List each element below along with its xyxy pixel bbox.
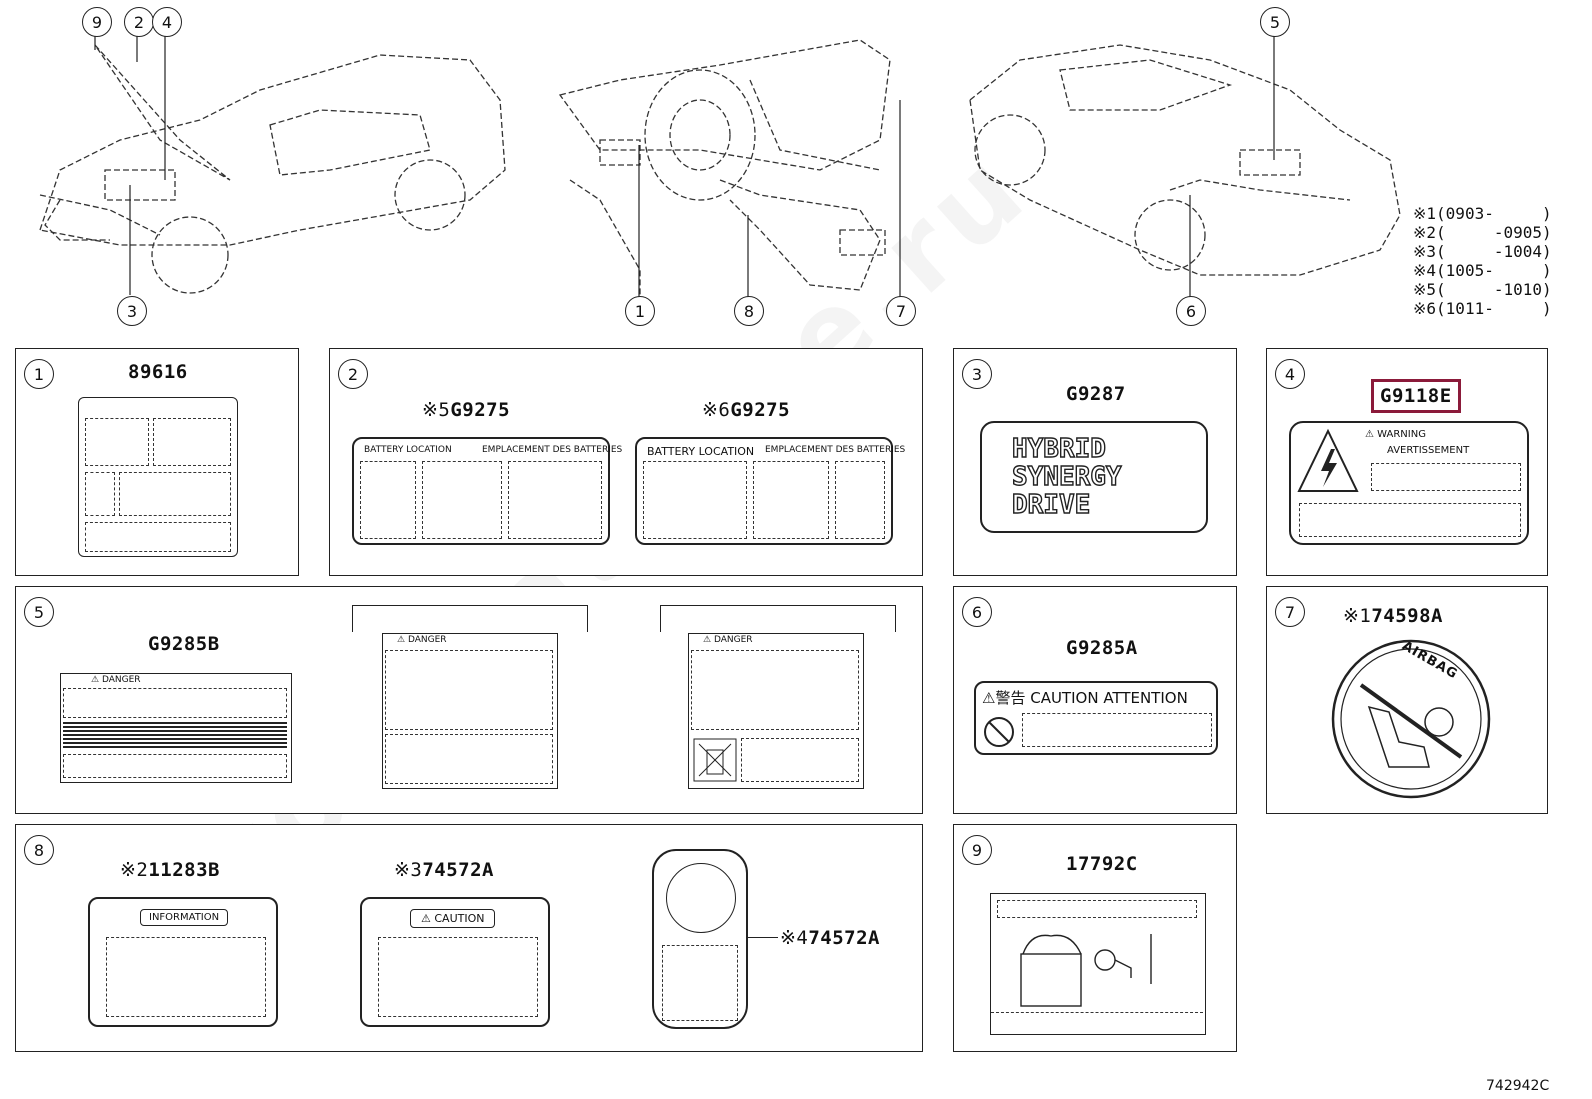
- note-6: ※6(1011- ): [1413, 299, 1552, 318]
- label-89616: [78, 397, 238, 557]
- label-17792c: [990, 893, 1206, 1035]
- hsd-line-2: SYNERGY: [1011, 462, 1122, 492]
- panel-8: 8 ※211283B ※374572A ※474572A INFORMATION…: [15, 824, 923, 1052]
- hsd-line-1: HYBRID: [1011, 434, 1106, 464]
- callout-7[interactable]: 7: [886, 296, 916, 326]
- note-3: ※3( -1004): [1413, 242, 1552, 261]
- callout-2[interactable]: 2: [124, 7, 154, 37]
- part-prefix: ※1: [1343, 605, 1372, 627]
- callout-9[interactable]: 9: [82, 7, 112, 37]
- label-danger-c: ⚠ DANGER: [688, 633, 864, 789]
- panel-5: 5 G9285B ⚠ DANGER ⚠ DANGER ⚠ DANGER: [15, 586, 923, 814]
- panel-7: 7 ※174598A AIRBAG: [1266, 586, 1548, 814]
- label-danger-a: ⚠ DANGER: [60, 673, 292, 783]
- note-5: ※5( -1010): [1413, 280, 1552, 299]
- prohibited-icon: [984, 717, 1014, 747]
- label-warning: ⚠ WARNING AVERTISSEMENT: [1289, 421, 1529, 545]
- panel-2: 2 ※5G9275 ※6G9275 BATTERY LOCATION EMPLA…: [329, 348, 923, 576]
- part-number-a[interactable]: ※211283B: [120, 859, 220, 881]
- label-caution-attention: ⚠警告 CAUTION ATTENTION: [974, 681, 1218, 755]
- note-4: ※4(1005- ): [1413, 261, 1552, 280]
- note-2: ※2( -0905): [1413, 223, 1552, 242]
- recycle-bin-crossed-icon: [693, 738, 737, 782]
- car-rear-outline: [969, 44, 1401, 276]
- callout-8[interactable]: 8: [734, 296, 764, 326]
- panel-3: 3 G9287 HYBRID SYNERGY DRIVE: [953, 348, 1237, 576]
- engine-component-icon: [1020, 934, 1152, 1007]
- hsd-line-3: DRIVE: [1011, 490, 1091, 520]
- part-number[interactable]: ※174598A: [1343, 605, 1443, 627]
- part-prefix: ※6: [702, 399, 731, 421]
- panel-9: 9 17792C: [953, 824, 1237, 1052]
- panel-4: 4 G9118E ⚠ WARNING AVERTISSEMENT: [1266, 348, 1548, 576]
- part-number[interactable]: G9287: [1066, 383, 1126, 405]
- part-prefix: ※4: [780, 927, 809, 949]
- label-caution: ⚠ CAUTION: [360, 897, 550, 1027]
- part-number[interactable]: 17792C: [1066, 853, 1138, 875]
- label-danger-b: ⚠ DANGER: [382, 633, 558, 789]
- panel-number: 5: [24, 597, 54, 627]
- high-voltage-icon: [1297, 428, 1359, 492]
- part-number-b[interactable]: ※374572A: [394, 859, 494, 881]
- interior-outline: [558, 39, 891, 171]
- panel-number: 6: [962, 597, 992, 627]
- part-number[interactable]: 89616: [128, 361, 188, 383]
- callout-3[interactable]: 3: [117, 296, 147, 326]
- panel-number: 9: [962, 835, 992, 865]
- label-g9275-b: BATTERY LOCATION EMPLACEMENT DES BATTERI…: [635, 437, 905, 545]
- part-number[interactable]: G9285B: [148, 633, 220, 655]
- panel-6: 6 G9285A ⚠警告 CAUTION ATTENTION: [953, 586, 1237, 814]
- panel-number: 4: [1275, 359, 1305, 389]
- hang-tag-label: [652, 849, 748, 1029]
- panel-number: 7: [1275, 597, 1305, 627]
- diagram-id: 742942C: [1486, 1078, 1550, 1094]
- vehicle-illustrations: [39, 35, 1401, 300]
- callout-4[interactable]: 4: [152, 7, 182, 37]
- label-hybrid-synergy-drive: HYBRID SYNERGY DRIVE: [980, 421, 1208, 533]
- caution-text: CAUTION: [434, 912, 485, 925]
- label-information: INFORMATION: [88, 897, 278, 1027]
- panel-number: 1: [24, 359, 54, 389]
- panel-1: 1 89616: [15, 348, 299, 576]
- part-number[interactable]: G9285A: [1066, 637, 1138, 659]
- part-prefix: ※3: [394, 859, 423, 881]
- callout-5[interactable]: 5: [1260, 7, 1290, 37]
- panel-number: 8: [24, 835, 54, 865]
- caution-text: 警告 CAUTION ATTENTION: [995, 689, 1188, 707]
- panel-number: 3: [962, 359, 992, 389]
- callout-6[interactable]: 6: [1176, 296, 1206, 326]
- part-number-highlighted[interactable]: G9118E: [1371, 379, 1461, 413]
- part-prefix: ※5: [422, 399, 451, 421]
- part-number-a[interactable]: ※5G9275: [422, 399, 511, 421]
- note-1: ※1(0903- ): [1413, 204, 1552, 223]
- callout-1[interactable]: 1: [625, 296, 655, 326]
- avert-text: AVERTISSEMENT: [1387, 445, 1470, 456]
- airbag-prohibition-icon: [1331, 639, 1491, 799]
- information-text: INFORMATION: [140, 909, 229, 926]
- car-front-outline: [39, 54, 506, 246]
- part-prefix: ※2: [120, 859, 149, 881]
- warning-text: WARNING: [1377, 429, 1426, 440]
- part-number-b[interactable]: ※6G9275: [702, 399, 791, 421]
- date-notes: ※1(0903- ) ※2( -0905) ※3( -1004) ※4(1005…: [1413, 204, 1552, 318]
- label-g9275-a: BATTERY LOCATION EMPLACEMENT DES BATTERI…: [352, 437, 622, 545]
- part-number-c[interactable]: ※474572A: [780, 927, 880, 949]
- panel-number: 2: [338, 359, 368, 389]
